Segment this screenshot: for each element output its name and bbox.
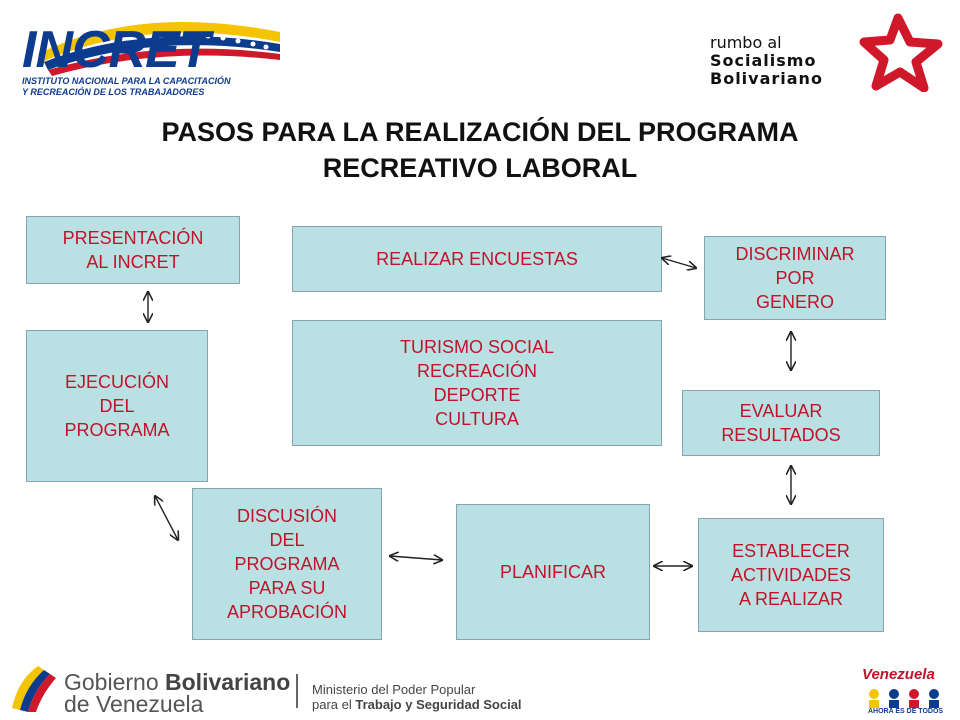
box-realizar-encuestas: REALIZAR ENCUESTAS xyxy=(292,226,662,292)
box-label-line: A REALIZAR xyxy=(738,589,844,609)
venezuela-word: Venezuela xyxy=(862,666,935,683)
box-label-line: CULTURA xyxy=(435,409,519,429)
box-label-line: RECREACIÓN xyxy=(416,361,537,381)
box-label-line: AL INCRET xyxy=(86,252,180,272)
box-label-line: ESTABLECER xyxy=(732,541,850,561)
incret-subtitle-line-1: INSTITUTO NACIONAL PARA LA CAPACITACIÓN xyxy=(22,76,231,86)
box-label-line: PLANIFICAR xyxy=(499,562,607,582)
box-label-line: DISCRIMINAR xyxy=(735,244,855,264)
box-label-line: PROGRAMA xyxy=(64,420,170,440)
venezuela-slogan: AHORA ES DE TODOS xyxy=(868,708,944,715)
box-label-line: DEL xyxy=(269,530,305,550)
arrow-ejecucion-discusion xyxy=(155,496,178,540)
box-label-line: DEL xyxy=(99,396,135,416)
page-title: PASOS PARA LA REALIZACIÓN DEL PROGRAMA R… xyxy=(80,114,880,186)
gobierno-word: Gobierno xyxy=(64,669,166,695)
box-evaluar-resultados: EVALUAR RESULTADOS xyxy=(682,390,880,456)
arrow-discriminar-encuestas xyxy=(662,258,696,268)
box-label-line: APROBACIÓN xyxy=(226,602,348,622)
box-establecer-actividades: ESTABLECER ACTIVIDADES A REALIZAR xyxy=(698,518,884,632)
gobierno-bolivariano-line-2: de Venezuela xyxy=(64,691,204,717)
box-label-line: EVALUAR xyxy=(739,401,823,421)
box-label-line: POR xyxy=(775,268,815,288)
ministerio-line-2: para el Trabajo y Seguridad Social xyxy=(312,697,522,712)
incret-logo-word: INCRET xyxy=(22,21,211,79)
arrow-discusion-planificar xyxy=(390,556,442,560)
box-label-line: ACTIVIDADES xyxy=(730,565,852,585)
incret-subtitle-line-2: Y RECREACIÓN DE LOS TRABAJADORES xyxy=(22,87,205,97)
box-turismo-recreacion-deporte-cultura: TURISMO SOCIAL RECREACIÓN DEPORTE CULTURA xyxy=(292,320,662,446)
venezuela-flag-icon xyxy=(12,666,56,712)
box-label-line: REALIZAR ENCUESTAS xyxy=(376,249,578,269)
box-label-line: TURISMO SOCIAL xyxy=(399,337,555,357)
box-ejecucion-del-programa: EJECUCIÓN DEL PROGRAMA xyxy=(26,330,208,482)
red-star-icon xyxy=(859,13,943,92)
ministerio-line-1: Ministerio del Poder Popular xyxy=(312,682,476,697)
box-discriminar-por-genero: DISCRIMINAR POR GENERO xyxy=(704,236,886,320)
rumbo-line-1: rumbo al xyxy=(710,33,782,52)
title-line-1: PASOS PARA LA REALIZACIÓN DEL PROGRAMA xyxy=(161,117,799,147)
box-label-line: PRESENTACIÓN xyxy=(62,228,204,248)
box-label-line: PROGRAMA xyxy=(234,554,340,574)
venezuela-ahora-es-de-todos-logo xyxy=(869,689,939,708)
box-label-line: GENERO xyxy=(755,292,834,312)
incret-logo xyxy=(38,21,280,76)
rumbo-line-3: Bolivariano xyxy=(710,69,823,88)
box-discusion-del-programa: DISCUSIÓN DEL PROGRAMA PARA SU APROBACIÓN xyxy=(192,488,382,640)
rumbo-al-socialismo-logo: rumbo al Socialismo Bolivariano xyxy=(710,34,823,88)
ministerio-para-el: para el xyxy=(312,697,356,712)
box-label-line: RESULTADOS xyxy=(721,425,841,445)
box-label-line: PARA SU xyxy=(248,578,326,598)
box-label-line: DISCUSIÓN xyxy=(236,506,337,526)
box-label-line: EJECUCIÓN xyxy=(64,372,169,392)
box-planificar: PLANIFICAR xyxy=(456,504,650,640)
incret-logo-subtitle: INSTITUTO NACIONAL PARA LA CAPACITACIÓN … xyxy=(22,76,282,98)
box-presentacion-al-incret: PRESENTACIÓN AL INCRET xyxy=(26,216,240,284)
bolivariano-word: Bolivariano xyxy=(165,669,291,695)
footer-divider xyxy=(296,674,298,708)
rumbo-line-2: Socialismo xyxy=(710,51,817,70)
gobierno-bolivariano-line-1: Gobierno Bolivariano xyxy=(64,670,290,694)
box-label-line: DEPORTE xyxy=(433,385,521,405)
ministerio-trabajo: Trabajo y Seguridad Social xyxy=(355,697,522,712)
title-line-2: RECREATIVO LABORAL xyxy=(322,153,638,183)
